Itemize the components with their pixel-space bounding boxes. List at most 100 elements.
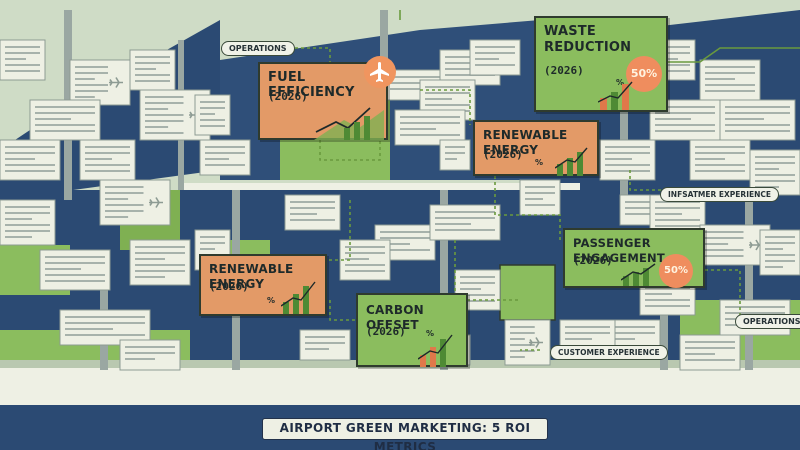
billboard-text-line <box>510 356 525 358</box>
billboard-panel <box>429 204 501 241</box>
billboard-text-line <box>695 170 745 172</box>
billboard-text-line <box>75 66 108 68</box>
card-year: (2026) <box>544 64 584 77</box>
billboard-text-line <box>290 219 335 221</box>
card-title: PASSENGER ENGAGEMENT <box>573 236 665 265</box>
billboard-text-line <box>725 106 790 108</box>
card-renewable-energy-left: RENEWABLE ENERGY (2026) % <box>199 254 327 316</box>
billboard-text-line <box>695 152 745 154</box>
billboard-text-line <box>685 359 735 361</box>
billboard-text-line <box>475 52 515 54</box>
billboard-text-line <box>135 74 170 76</box>
billboard-text-line <box>45 256 105 258</box>
billboard-text-line <box>125 346 175 348</box>
billboard-text-line <box>655 201 700 203</box>
billboard-text-line <box>685 353 715 355</box>
billboard-text-line <box>5 164 55 166</box>
billboard-text-line <box>660 46 690 48</box>
billboard-text-line <box>290 201 335 203</box>
billboard-text-line <box>35 124 95 126</box>
card-year: (2026) <box>483 148 523 161</box>
billboard-text-line <box>345 270 385 272</box>
card-carbon-offset: CARBON OFFSET (2026) % <box>356 293 468 367</box>
billboard-text-line <box>705 84 755 86</box>
billboard-panel <box>59 309 151 346</box>
billboard-text-line <box>475 46 515 48</box>
billboard-text-line <box>290 213 317 215</box>
airplane-icon <box>370 62 389 82</box>
billboard-text-line <box>510 326 535 328</box>
billboard-text-line <box>85 158 112 160</box>
billboard-text-line <box>35 130 95 132</box>
billboard-text-line <box>5 206 50 208</box>
billboard-text-line <box>445 158 457 160</box>
billboard-text-line <box>655 219 700 221</box>
card-title-line2: REDUCTION <box>544 40 632 55</box>
billboard-text-line <box>695 164 745 166</box>
billboard-text-line <box>400 134 460 136</box>
billboard-text-line <box>525 186 555 188</box>
billboard-text-line <box>705 255 744 257</box>
billboard-text-line <box>200 248 215 250</box>
billboard-text-line <box>35 106 95 108</box>
percent-mark: % <box>426 329 435 338</box>
billboard-panel <box>299 329 351 361</box>
billboard-text-line <box>85 164 130 166</box>
billboard-text-line <box>725 118 764 120</box>
billboard-text-line <box>5 224 50 226</box>
billboard-text-line <box>655 118 691 120</box>
billboard-text-line <box>605 158 632 160</box>
billboard-text-line <box>145 114 184 116</box>
billboard-text-line <box>645 305 690 307</box>
billboard-text-line <box>765 248 783 250</box>
card-title: FUEL EFFICIENCY <box>268 70 355 100</box>
infographic-title: AIRPORT GREEN MARKETING: 5 ROI METRICS <box>262 418 548 450</box>
billboard-panel <box>469 39 521 76</box>
billboard-text-line <box>75 84 108 86</box>
billboard-text-line <box>305 342 345 344</box>
billboard-text-line <box>765 260 795 262</box>
billboard-text-line <box>105 198 129 200</box>
billboard-text-line <box>145 132 184 134</box>
billboard-panel <box>284 194 341 231</box>
billboard-text-line <box>605 338 635 340</box>
card-year: (2026) <box>268 90 308 103</box>
billboard-text-line <box>75 78 95 80</box>
billboard-text-line <box>525 204 555 206</box>
card-title: CARBON OFFSET <box>366 303 424 332</box>
card-year: (2026) <box>209 280 249 293</box>
card-renewable-energy-top: RENEWABLE ENERGY (2026) % <box>473 120 599 176</box>
billboard-text-line <box>200 125 225 127</box>
billboard-text-line <box>205 158 229 160</box>
airplane-icon <box>109 77 123 88</box>
bar-growth-icon <box>281 281 316 314</box>
billboard-text-line <box>655 213 682 215</box>
billboard-text-line <box>145 126 169 128</box>
billboard-text-line <box>5 230 50 232</box>
billboard-text-line <box>565 332 610 334</box>
percent-mark: % <box>267 296 276 305</box>
billboard-panel <box>439 139 471 171</box>
billboard-text-line <box>705 249 744 251</box>
billboard-text-line <box>380 249 430 251</box>
billboard-text-line <box>5 152 55 154</box>
billboard-text-line <box>105 210 144 212</box>
billboard-text-line <box>85 170 130 172</box>
billboard-text-line <box>145 108 169 110</box>
billboard-text-line <box>345 264 385 266</box>
billboard-text-line <box>105 186 144 188</box>
billboard-text-line <box>435 217 495 219</box>
billboard-text-line <box>105 204 144 206</box>
billboard-text-line <box>145 120 184 122</box>
billboard-text-line <box>5 158 35 160</box>
billboard-text-line <box>655 225 700 227</box>
billboard-text-line <box>565 326 610 328</box>
billboard-text-line <box>135 246 185 248</box>
billboard-text-line <box>725 312 785 314</box>
airplane-icon-badge <box>364 56 396 88</box>
billboard-text-line <box>655 112 715 114</box>
billboard-text-line <box>5 170 55 172</box>
billboard-panel <box>199 139 251 176</box>
card-title: RENEWABLE ENERGY <box>209 262 294 291</box>
billboard-text-line <box>305 336 345 338</box>
